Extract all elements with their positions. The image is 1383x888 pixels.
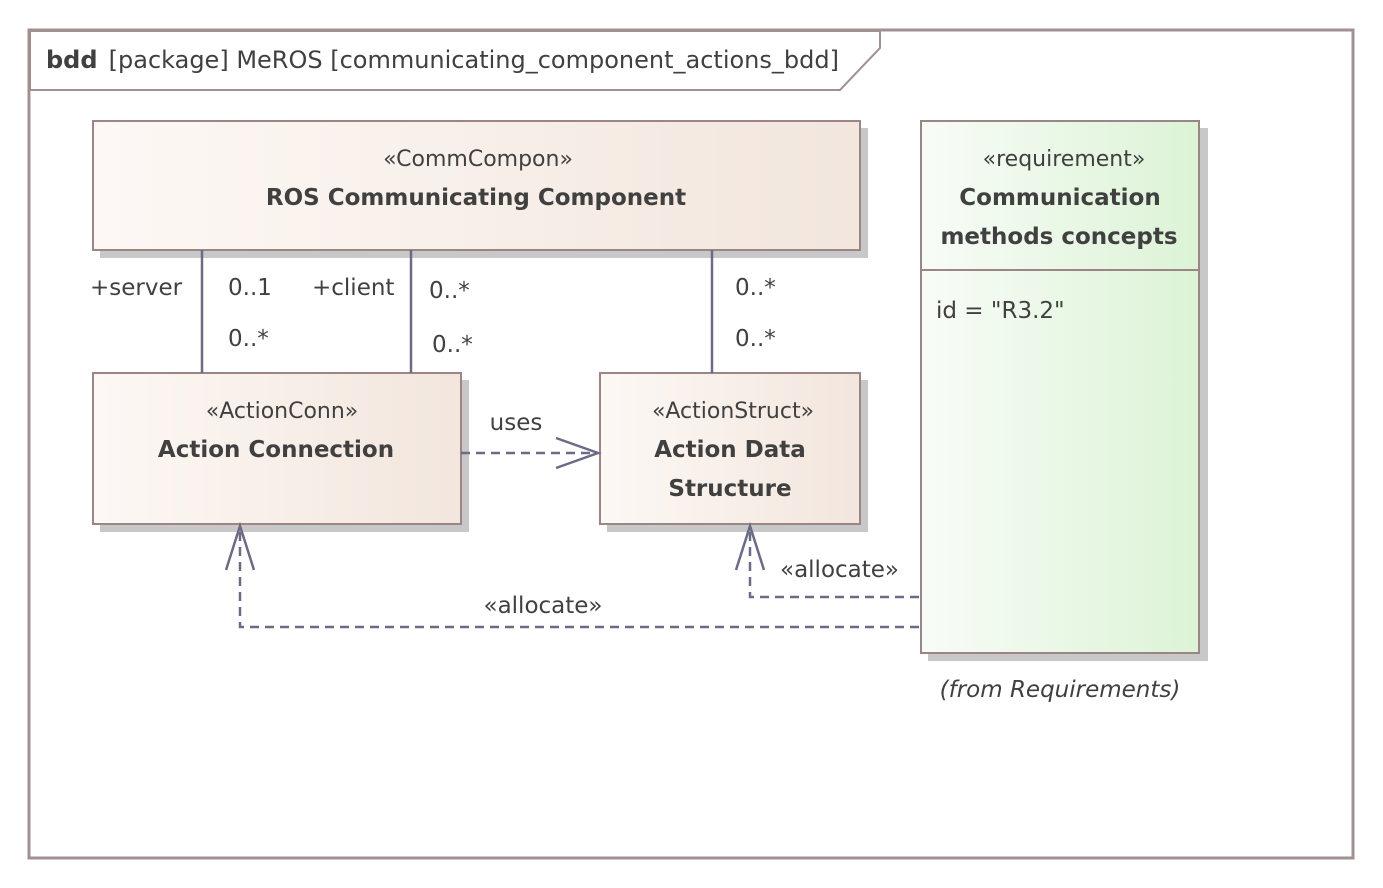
block-name-line-1: Action Data [654, 437, 806, 463]
requirement-name-line-2: methods concepts [940, 224, 1177, 250]
requirement-body [920, 120, 1200, 654]
dependency-label-allocate-connection: «allocate» [484, 593, 603, 619]
requirement-communication-methods-concepts[interactable]: «requirement» Communication methods conc… [920, 120, 1208, 661]
dependency-label-uses: uses [490, 410, 543, 436]
block-ros-communicating-component[interactable]: «CommCompon» ROS Communicating Component [92, 120, 868, 258]
dependency-label-allocate-struct: «allocate» [780, 557, 899, 583]
open-arrowhead-icon [734, 521, 766, 571]
requirement-name-line-1: Communication [959, 185, 1160, 211]
role-server: +server [90, 275, 183, 301]
multiplicity-client-top: 0..* [429, 278, 470, 304]
multiplicity-server-top: 0..1 [228, 275, 272, 301]
multiplicity-struct-top: 0..* [735, 275, 776, 301]
block-name: Action Connection [158, 437, 394, 463]
frame-kind: bdd [46, 46, 98, 74]
dependency-allocate-connection[interactable]: «allocate» [224, 521, 919, 629]
block-body [92, 372, 462, 525]
open-arrowhead-icon [555, 436, 602, 470]
frame-name-tab [29, 30, 881, 91]
dependency-allocate-struct[interactable]: «allocate» [734, 521, 919, 599]
block-body [92, 120, 861, 251]
requirement-origin-note: (from Requirements) [940, 677, 1181, 703]
block-stereotype: «ActionStruct» [652, 399, 814, 424]
multiplicity-client-bottom: 0..* [432, 332, 473, 358]
association-server[interactable]: +server 0..1 0..* [90, 250, 272, 373]
open-arrowhead-icon [224, 521, 256, 571]
multiplicity-server-bottom: 0..* [228, 326, 269, 352]
dependency-line [238, 526, 919, 629]
requirement-stereotype: «requirement» [983, 147, 1146, 172]
frame-title: [package] MeROS [communicating_component… [109, 46, 839, 74]
dependency-line [748, 526, 919, 599]
svg-text:bdd [package] MeROS [com: bdd [package] MeROS [communicating_compo… [46, 46, 839, 74]
block-stereotype: «CommCompon» [383, 147, 573, 172]
block-body [599, 372, 861, 525]
multiplicity-struct-bottom: 0..* [735, 326, 776, 352]
dependency-uses[interactable]: uses [461, 410, 602, 470]
block-action-connection[interactable]: «ActionConn» Action Connection [92, 372, 469, 532]
requirement-id-property: id = "R3.2" [936, 298, 1065, 324]
block-name: ROS Communicating Component [266, 185, 686, 211]
block-stereotype: «ActionConn» [206, 399, 359, 424]
block-action-data-structure[interactable]: «ActionStruct» Action Data Structure [599, 372, 868, 532]
association-action-struct[interactable]: 0..* 0..* [710, 250, 776, 373]
block-name-line-2: Structure [668, 476, 791, 502]
association-client[interactable]: +client 0..* 0..* [312, 250, 473, 373]
role-client: +client [312, 275, 394, 301]
